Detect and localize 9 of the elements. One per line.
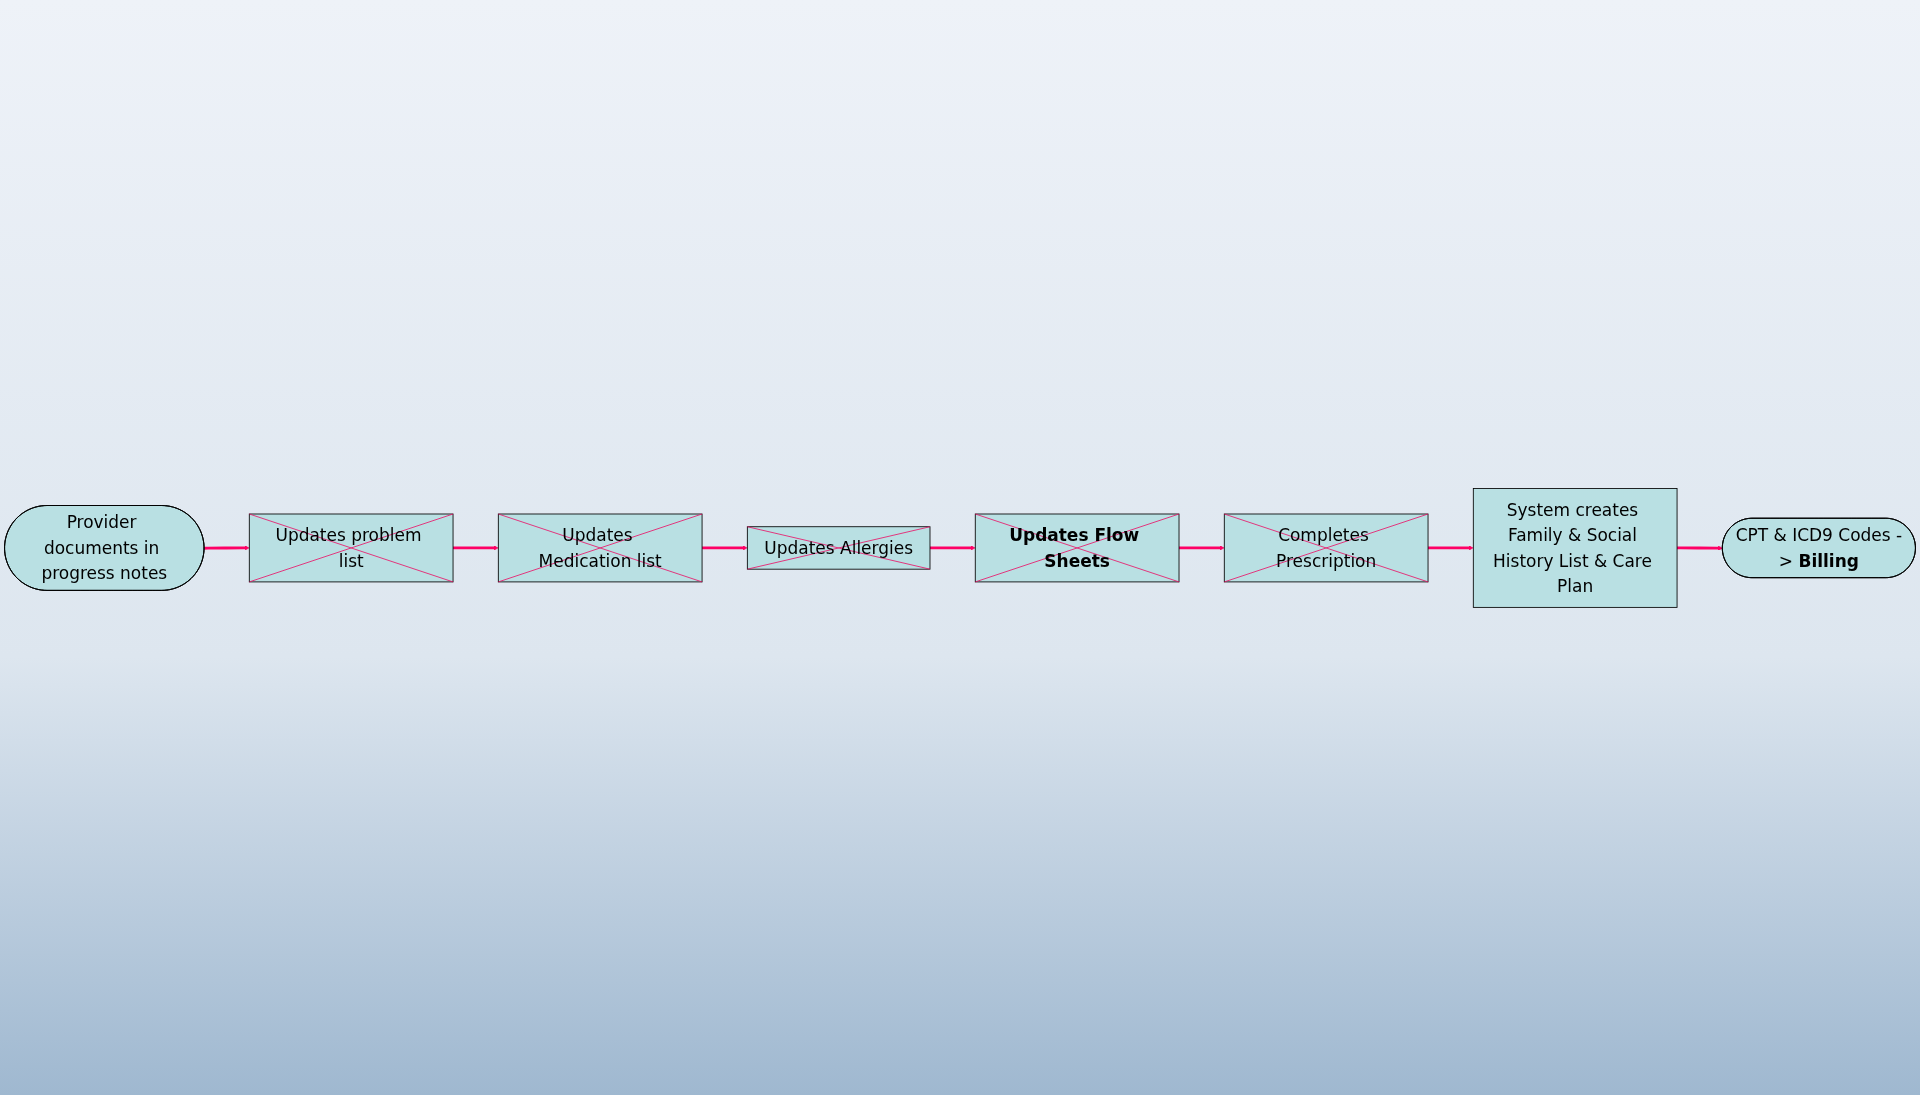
arrow xyxy=(453,545,499,550)
arrow xyxy=(1179,545,1225,550)
arrow xyxy=(930,545,976,550)
arrow xyxy=(702,545,748,550)
node-label: Completes Prescription xyxy=(1276,524,1377,571)
arrow xyxy=(204,545,250,550)
arrow xyxy=(1677,545,1723,551)
node-box: System creates Family & Social History List & Care Plan xyxy=(1472,487,1678,608)
arrow xyxy=(1428,545,1474,550)
